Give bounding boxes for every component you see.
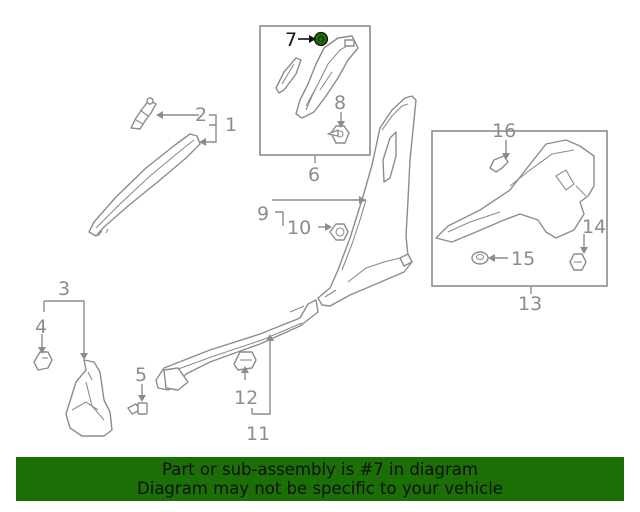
callout-6: 6 [308, 164, 320, 186]
part-15-grommet [471, 251, 489, 265]
banner-line-disclaimer: Diagram may not be specific to your vehi… [137, 479, 503, 498]
part-1-pillar-trim [88, 133, 201, 237]
callout-14: 14 [582, 216, 606, 238]
part-info-banner: Part or sub-assembly is #7 in diagram Di… [16, 457, 624, 501]
part-7-clip-highlighted [313, 31, 329, 47]
callout-12: 12 [234, 387, 258, 409]
part-11-scuff-plate [155, 299, 319, 391]
part-9-center-pillar-trim [317, 95, 417, 307]
part-12-clip [233, 351, 257, 371]
part-14-clip [569, 253, 587, 271]
callout-11: 11 [246, 423, 270, 445]
callout-4: 4 [35, 316, 47, 338]
callout-5: 5 [135, 364, 147, 386]
part-8-screw [327, 125, 350, 144]
part-2-clip [130, 97, 157, 130]
part-5-screw [127, 402, 148, 415]
callout-3: 3 [58, 278, 70, 300]
part-6-garnish [275, 35, 359, 119]
callout-2: 2 [195, 104, 207, 126]
leader-arrowheads [38, 35, 588, 402]
callout-10: 10 [287, 217, 311, 239]
callout-1: 1 [225, 114, 237, 136]
part-16-clip [489, 155, 509, 173]
callout-16: 16 [492, 120, 516, 142]
part-3-kick-panel [65, 359, 113, 437]
part-10-plug [329, 223, 349, 241]
callout-15: 15 [511, 248, 535, 270]
callout-8: 8 [334, 92, 346, 114]
callout-7-highlighted: 7 [285, 29, 297, 51]
part-4-pin [33, 351, 53, 371]
leader-lines [41, 38, 585, 415]
exploded-parts-diagram: 1 2 3 4 5 6 7 8 9 10 11 12 13 14 15 16 [33, 25, 608, 445]
banner-line-part-number: Part or sub-assembly is #7 in diagram [162, 460, 478, 479]
part-13-quarter-trim [435, 139, 595, 243]
callout-13: 13 [518, 293, 542, 315]
callout-9: 9 [257, 203, 269, 225]
